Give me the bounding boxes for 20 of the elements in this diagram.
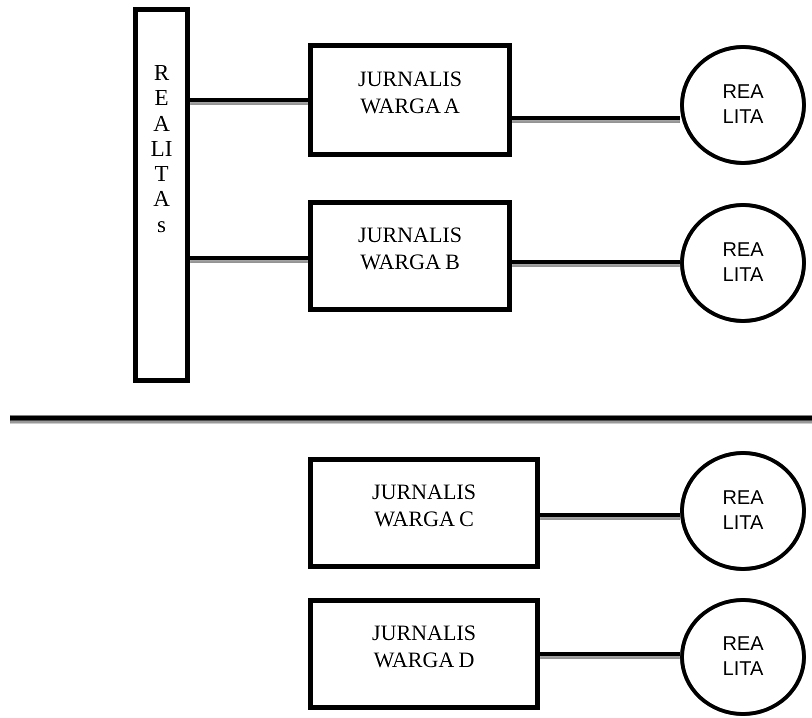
connector-line	[512, 260, 680, 264]
connector-line	[512, 116, 680, 120]
connector-line	[540, 652, 680, 656]
connector-line	[540, 513, 680, 517]
node-label: REA LITA	[721, 486, 765, 536]
process-box	[308, 457, 540, 569]
node-label: REA LITA	[721, 632, 765, 682]
node-label: REA LITA	[721, 238, 765, 288]
connector-line	[190, 98, 308, 102]
node-label: REA LITA	[721, 80, 765, 130]
node-label: JURNALIS WARGA D	[371, 618, 477, 674]
process-box	[308, 598, 540, 710]
connector-line	[190, 256, 308, 260]
node-label: JURNALIS WARGA C	[371, 478, 477, 532]
process-box	[308, 200, 512, 312]
node-label: JURNALIS WARGA A	[357, 64, 463, 120]
process-box	[308, 43, 512, 157]
vertical-box	[133, 7, 190, 383]
node-label: JURNALIS WARGA B	[357, 220, 463, 276]
vertical-label: REALITAs	[150, 60, 173, 239]
